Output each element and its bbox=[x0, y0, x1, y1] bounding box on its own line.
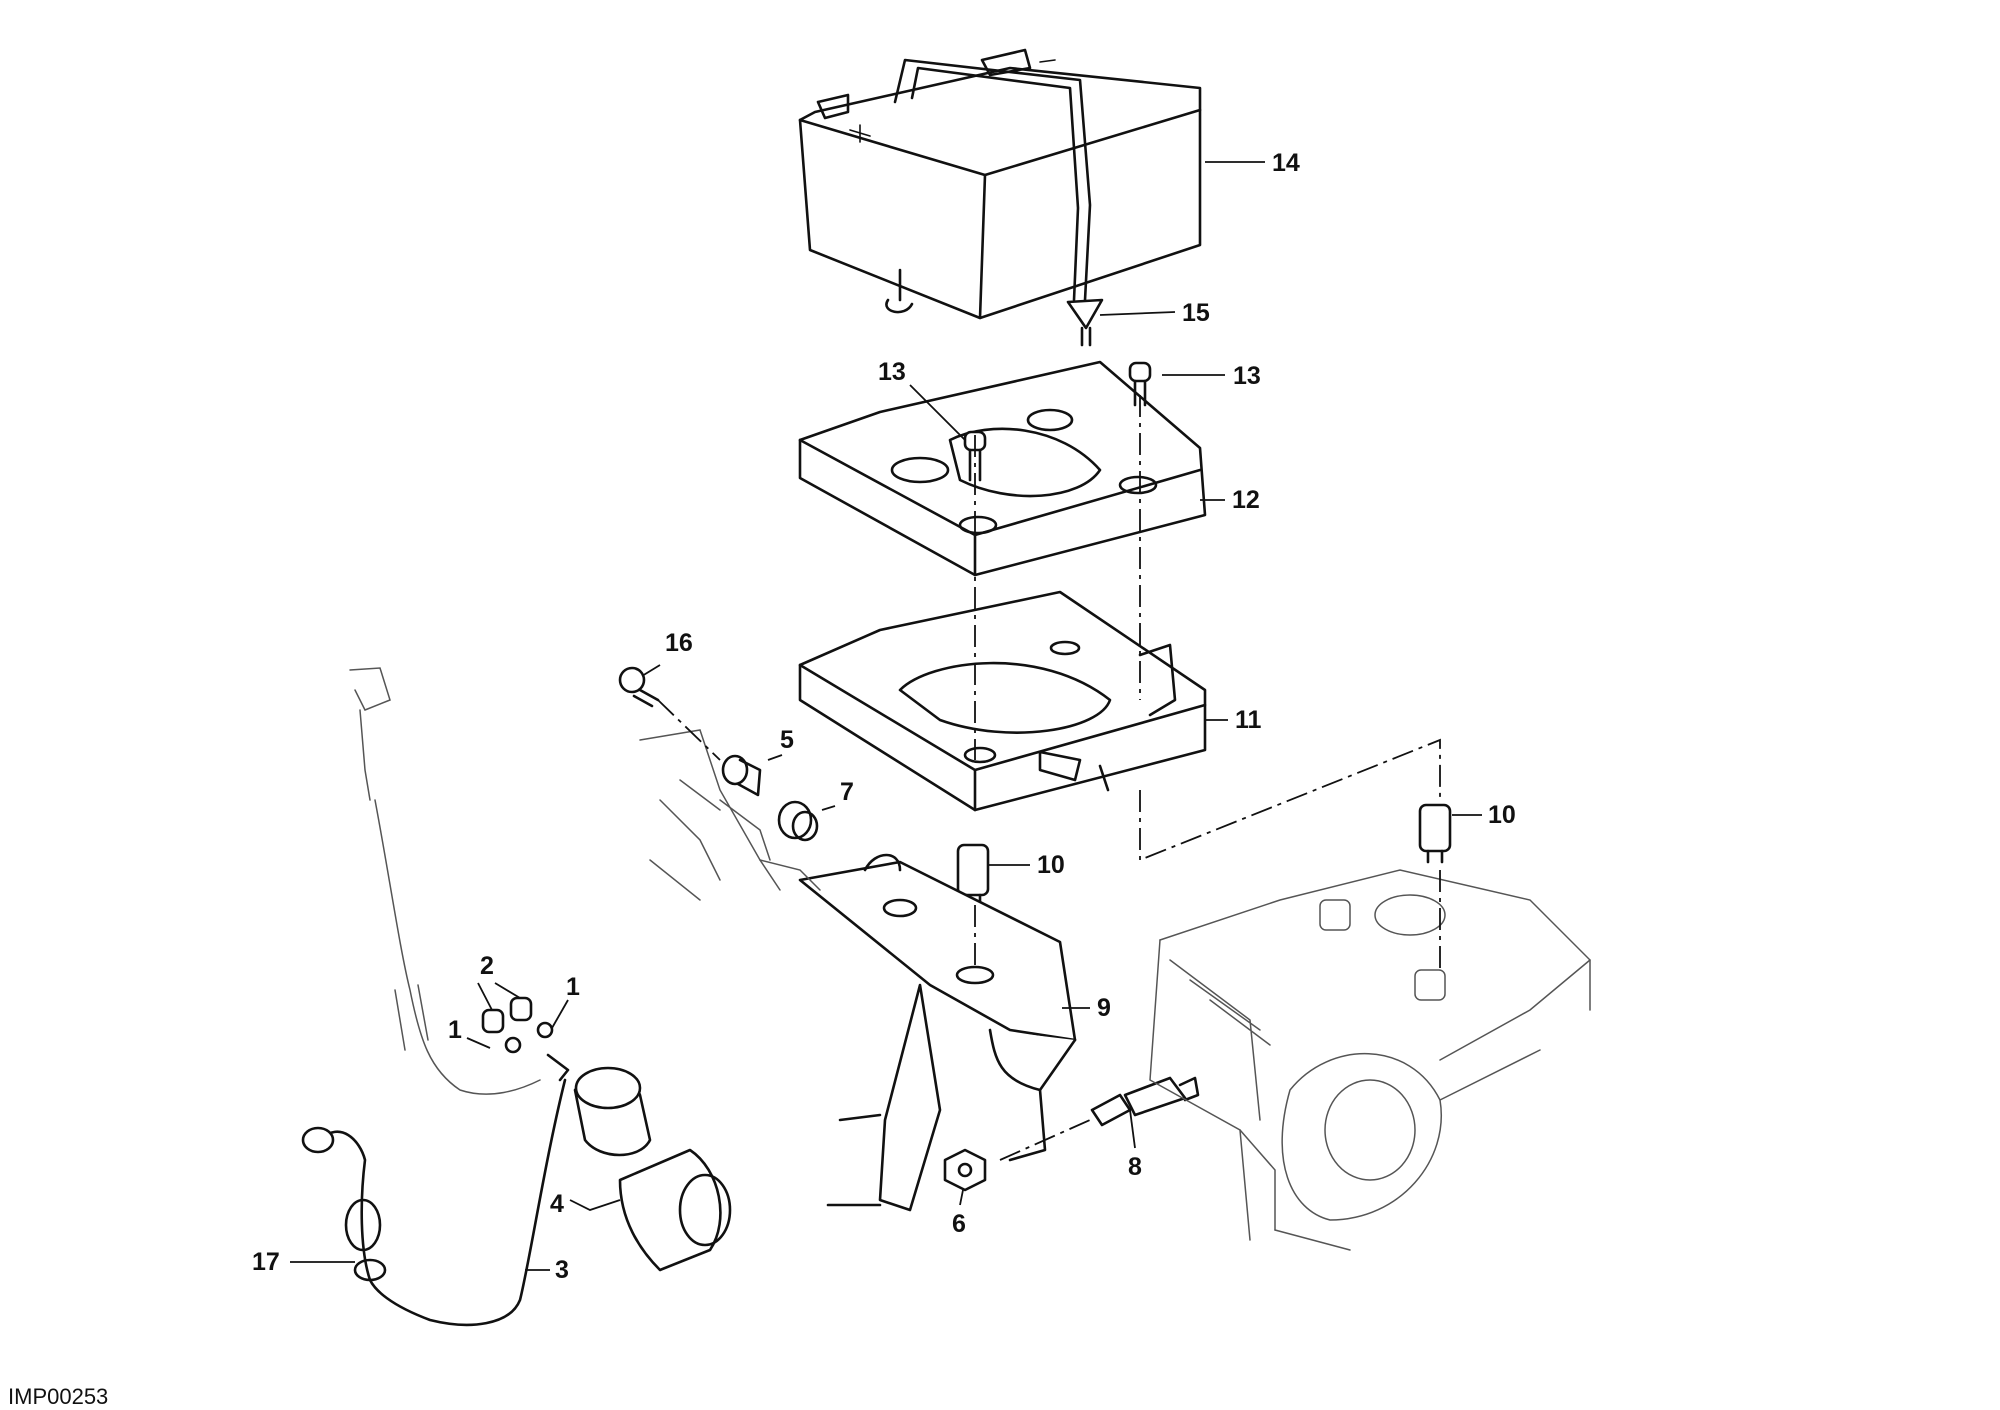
callout-16: 16 bbox=[665, 629, 693, 657]
callout-12: 12 bbox=[1232, 486, 1260, 514]
leader-lines bbox=[290, 161, 1482, 1271]
callout-10-right: 10 bbox=[1488, 801, 1516, 829]
callout-14: 14 bbox=[1272, 149, 1300, 177]
standoff-10-right bbox=[1418, 803, 1452, 864]
relay-4 bbox=[573, 1066, 732, 1272]
cable-assembly-3 bbox=[301, 1078, 567, 1327]
callout-10-left: 10 bbox=[1037, 851, 1065, 879]
callout-3: 3 bbox=[555, 1256, 569, 1284]
standoff-10-left bbox=[956, 843, 990, 907]
ground-cable bbox=[349, 667, 541, 1095]
battery-tray-top bbox=[798, 360, 1207, 577]
callout-9: 9 bbox=[1097, 994, 1111, 1022]
callout-4: 4 bbox=[550, 1190, 564, 1218]
callout-13-left: 13 bbox=[878, 358, 906, 386]
callout-6: 6 bbox=[952, 1210, 966, 1238]
callout-11: 11 bbox=[1235, 706, 1262, 734]
figure-id: IMP00253 bbox=[8, 1384, 108, 1409]
callout-1-right: 1 bbox=[566, 973, 580, 1001]
stud-8 bbox=[1090, 1076, 1200, 1127]
alignment-lines bbox=[657, 395, 1441, 1161]
callout-2: 2 bbox=[480, 952, 494, 980]
bolt-13-right bbox=[1128, 361, 1152, 407]
callout-1-left: 1 bbox=[448, 1016, 462, 1044]
battery-tray-base bbox=[798, 590, 1207, 812]
callout-8: 8 bbox=[1128, 1153, 1142, 1181]
nuts-and-washers-1-2 bbox=[481, 996, 570, 1082]
callout-labels: 14 15 13 13 12 11 10 10 9 8 6 16 5 7 2 1… bbox=[252, 149, 1516, 1284]
spacer-5 bbox=[721, 754, 762, 797]
callout-5: 5 bbox=[780, 726, 794, 754]
mounting-bracket bbox=[798, 853, 1077, 1212]
bolt-16 bbox=[618, 666, 660, 708]
callout-15: 15 bbox=[1182, 299, 1210, 327]
battery bbox=[798, 48, 1202, 347]
nut-6 bbox=[943, 1148, 987, 1192]
frame-outline-left bbox=[639, 729, 821, 901]
grommet-7 bbox=[777, 800, 819, 842]
callout-17: 17 bbox=[252, 1248, 280, 1276]
engine-block-outline bbox=[1149, 869, 1591, 1251]
callout-7: 7 bbox=[840, 778, 854, 806]
callout-13-right: 13 bbox=[1233, 362, 1261, 390]
